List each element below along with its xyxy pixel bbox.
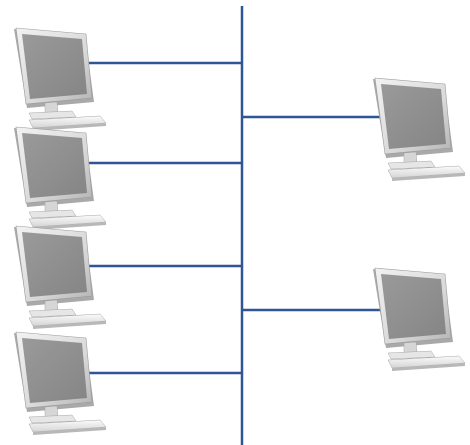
desktop-computer-icon: [13, 27, 107, 132]
desktop-computer-icon: [372, 267, 466, 372]
desktop-computer-icon: [13, 225, 107, 330]
desktop-computer-icon: [372, 77, 466, 182]
desktop-computer-icon: [13, 331, 107, 436]
desktop-computer-icon: [13, 126, 107, 231]
